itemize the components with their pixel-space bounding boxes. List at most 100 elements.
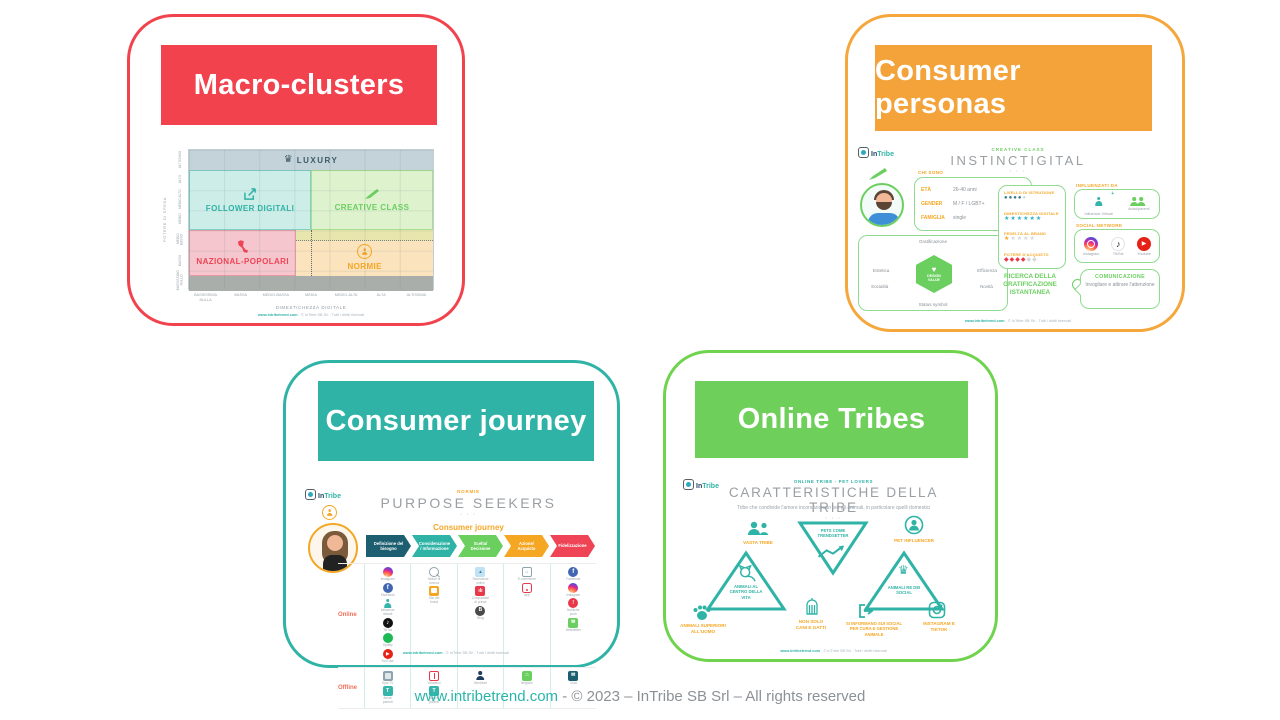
credit: www.intribetrend.com - © InTribe SB Srl … (964, 319, 1072, 323)
italy-icon (237, 240, 249, 254)
journey-subtitle: Consumer journey (433, 523, 504, 532)
rating-group: DIMESTICHEZZA DIGITALE ★★★★★★ (1004, 210, 1059, 222)
comunicazione-bubble: COMUNICAZIONE Invogliare e attirare l'at… (1080, 269, 1160, 309)
card-consumer-journey[interactable]: Consumer journey InTribe NORMIE PURPOSE … (283, 360, 620, 709)
tribe-title-block: ONLINE TRIBE - PET LOVERS CARATTERISTICH… (706, 479, 961, 520)
quadrant-normie: NORMIE (296, 230, 433, 276)
footer-copyright: - © 2023 – InTribe SB Srl – All rights r… (558, 688, 866, 705)
journey-title-block: NORMIE PURPOSE SEEKERS • • • (376, 489, 561, 516)
facebook-icon (382, 582, 393, 593)
youtube-icon (382, 649, 393, 660)
newsletter-icon (568, 617, 579, 628)
camera-icon (928, 601, 946, 624)
journey-table: Online Instagram Facebook Influencer vir… (338, 563, 596, 709)
cart-icon (521, 567, 532, 577)
education-icons: ●●●● (1004, 195, 1023, 201)
paw-icon (692, 603, 712, 626)
influenced-title: INFLUENZATI DA (1076, 183, 1118, 188)
overlap-band (296, 230, 433, 241)
dotted-divider (311, 230, 312, 276)
consumer-personas-title: Consumer personas (875, 45, 1152, 131)
star-icons: ★ (1004, 236, 1011, 243)
ratings-box: LIVELLO DI ISTRUZIONE ●●●●● DIMESTICHEZZ… (998, 185, 1066, 269)
paintbrush-icon (364, 188, 380, 200)
persona-avatar (860, 183, 904, 227)
share-out-icon (858, 603, 876, 624)
stage-considerazione: Considerazione / Informazione (412, 535, 457, 557)
rating-group: LIVELLO DI ISTRUZIONE ●●●●● (1004, 190, 1055, 201)
macro-clusters-title: Macro-clusters (161, 45, 437, 125)
quadrant-follower-digitali: FOLLOWER DIGITALI (189, 170, 311, 230)
tribe-subtitle: Tribe che condivide l'amore incondiziona… (736, 505, 931, 511)
influenced-box: + Influencer Virtuali Amici/parenti (1074, 189, 1160, 219)
influencer-icon: + (1094, 191, 1114, 211)
intribe-logo-icon (683, 478, 694, 490)
card-macro-clusters[interactable]: Macro-clusters POTERE DI SPESA ALTISSIMO… (127, 14, 465, 326)
instagram-icon (382, 567, 393, 577)
price-chart-icon (475, 586, 486, 597)
journey-cluster-label: NORMIE (457, 489, 480, 494)
ricerca-label: RICERCA DELLA GRATIFICAZIONE ISTANTANEA (1003, 273, 1057, 296)
credit: www.intribetrend.com - © InTribe SB Srl … (780, 649, 887, 653)
intribe-logo: InTribe (858, 143, 894, 161)
pet-influencer-icon (904, 515, 924, 540)
y-axis-title: POTERE DI SPESA (162, 197, 167, 243)
triangle-pets-trendsetter: PETS COME TRENDSETTER (796, 519, 870, 577)
slide-footer: www.intribetrend.com - © 2023 – InTribe … (0, 688, 1280, 705)
search-icon (429, 567, 440, 577)
facebook-icon (568, 567, 579, 577)
intribe-logo: InTribe (683, 475, 719, 493)
gratification-hexagon: ♥ DESIGN VALUE (916, 255, 952, 293)
influencer-virtuali-item: + Influencer Virtuali (1084, 190, 1115, 216)
spotify-icon (382, 633, 393, 644)
heart-icon: ♥ (931, 264, 937, 274)
blog-icon (475, 605, 486, 616)
group-icon (1131, 197, 1145, 206)
footer-link[interactable]: www.intribetrend.com (414, 688, 559, 705)
seller-icon (475, 671, 485, 681)
credit: www.intribetrend.com - © InTribe SB Srl … (257, 313, 365, 317)
stage-fidelizzazione: Fidelizzazione (550, 535, 595, 557)
amici-parenti-item: Amici/parenti (1128, 197, 1149, 211)
stage-definizione: Definizione del bisogno (366, 535, 411, 557)
consumer-journey-title: Consumer journey (318, 381, 594, 461)
stage-azione: Azione/ Acquisto (504, 535, 549, 557)
rating-group: FEDELTÀ AL BRAND ★★★★★ (1004, 231, 1047, 243)
card-consumer-personas[interactable]: Consumer personas InTribe CREATIVE CLASS… (845, 14, 1185, 332)
journey-stages: Definizione del bisogno Considerazione /… (366, 535, 596, 557)
intribe-logo-icon (858, 146, 869, 158)
card-online-tribes[interactable]: Online Tribes InTribe ONLINE TRIBE - PET… (663, 350, 998, 662)
quadrant-nazional-popolari: NAZIONAL-POPOLARI (189, 230, 297, 276)
online-tribes-title: Online Tribes (695, 381, 968, 458)
notification-bell-icon (568, 598, 579, 609)
instagram-icon (568, 582, 579, 593)
stage-scelta: Scelta/ Decisione (458, 535, 503, 557)
offline-row-label: Offline (338, 684, 357, 691)
journey-persona-name: PURPOSE SEEKERS (380, 495, 557, 511)
persona-title-block: CREATIVE CLASS INSTINCTIGITAL • • • (918, 147, 1118, 173)
matrix-plot: ♛ LUXURY FOLLOWER DIGITALI CREATI (188, 149, 434, 291)
online-row: Online Instagram Facebook Influencer vir… (338, 563, 596, 667)
persona-avatar (308, 523, 358, 573)
share-icon (243, 187, 258, 201)
friends-icon (429, 686, 440, 697)
x-axis-ticks: BASSISSIMA NULLA BASSA MEDIO-BASSA MEDIA… (194, 293, 427, 302)
quadrant-creative-class: CREATIVE CLASS (311, 170, 433, 230)
tiktok-icon (1111, 236, 1126, 251)
star-icons: ★★★★★★ (1004, 215, 1043, 222)
envelope-icon (568, 670, 579, 681)
people-icon (746, 521, 772, 542)
offline-row: Offline Spot TV Amici/ parenti Volantino… (338, 666, 596, 709)
instagram-icon (1084, 236, 1099, 251)
thumb-up-icon (475, 567, 486, 577)
tiktok-icon (382, 617, 393, 628)
online-row-label: Online (338, 612, 357, 619)
birdcage-icon (804, 597, 820, 622)
tv-icon (382, 670, 393, 681)
paintbrush-icon (868, 167, 888, 186)
triangle-animali-re: ♛ ANIMALI RE DEI SOCIAL (862, 549, 946, 613)
persona-name: INSTINCTIGITAL (950, 153, 1086, 168)
person-icon (357, 244, 373, 259)
persona-cluster-label: CREATIVE CLASS (991, 147, 1045, 152)
